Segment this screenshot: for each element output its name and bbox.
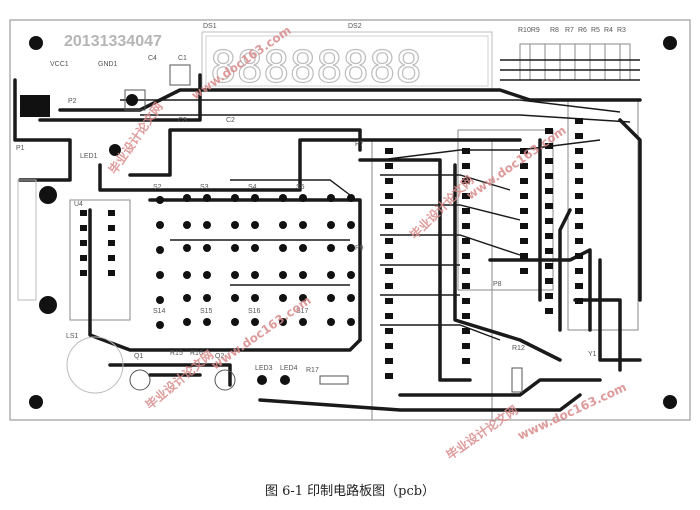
r12-body xyxy=(511,367,523,393)
label-c4: C4 xyxy=(148,55,157,62)
label-s5: S5 xyxy=(296,184,305,191)
mounting-hole xyxy=(39,296,57,314)
label-p2: P2 xyxy=(68,98,77,105)
misc-components xyxy=(17,64,523,394)
label-r8: R8 xyxy=(550,27,559,34)
speaker-ls1 xyxy=(66,336,124,394)
label-c2: C2 xyxy=(226,117,235,124)
label-r16: R16 xyxy=(190,350,203,357)
label-u4: U4 xyxy=(74,201,83,208)
mounting-holes xyxy=(29,36,677,409)
label-r5: R5 xyxy=(591,27,600,34)
label-y1: Y1 xyxy=(588,351,597,358)
label-r12: R12 xyxy=(512,345,525,352)
label-led1: LED1 xyxy=(80,153,98,160)
label-q2: Q2 xyxy=(215,353,224,360)
label-r6: R6 xyxy=(578,27,587,34)
label-r10r9: R10R9 xyxy=(518,27,540,34)
led1-pad xyxy=(109,144,121,156)
mounting-hole xyxy=(663,36,677,50)
label-s17: S17 xyxy=(296,308,309,315)
label-gnd1: GND1 xyxy=(98,61,118,68)
label-s14: S14 xyxy=(153,308,166,315)
capacitor-c1 xyxy=(169,64,191,86)
label-c1: C1 xyxy=(178,55,187,62)
label-ds2: DS2 xyxy=(348,23,362,30)
board-serial: 20131334047 xyxy=(64,33,162,50)
label-vcc1: VCC1 xyxy=(50,61,69,68)
silkscreen-labels: DS1 DS2 VCC1 GND1 C4 C1 P2 C3 P1 LED1 C2… xyxy=(16,23,626,374)
led4-pad xyxy=(280,375,290,385)
label-s3: S3 xyxy=(200,184,209,191)
mounting-hole xyxy=(29,395,43,409)
pcb-layout-diagram: 20131334047 88888888 xyxy=(9,19,691,462)
copper-traces xyxy=(13,73,642,412)
label-p1: P1 xyxy=(16,145,25,152)
label-led4: LED4 xyxy=(280,365,298,372)
label-q1: Q1 xyxy=(134,353,143,360)
mounting-hole xyxy=(29,36,43,50)
led3-pad xyxy=(257,375,267,385)
display-digits: 88888888 xyxy=(210,42,422,93)
capacitor-c4 xyxy=(124,89,146,111)
label-r17: R17 xyxy=(306,367,319,374)
label-p7: P7 xyxy=(355,141,364,148)
label-s15: S15 xyxy=(200,308,213,315)
label-p8: P8 xyxy=(493,281,502,288)
label-r7: R7 xyxy=(565,27,574,34)
label-r3: R3 xyxy=(617,27,626,34)
label-r15: R15 xyxy=(170,350,183,357)
resistor-array xyxy=(519,43,631,81)
label-r4: R4 xyxy=(604,27,613,34)
ic-left xyxy=(69,199,131,321)
power-pad xyxy=(126,94,138,106)
power-jack xyxy=(20,95,50,117)
label-led3: LED3 xyxy=(255,365,273,372)
figure-caption: 图 6-1 印制电路板图（pcb） xyxy=(264,484,436,499)
ic-right xyxy=(457,129,554,291)
label-ls1: LS1 xyxy=(66,333,79,340)
ic-pins xyxy=(80,118,583,379)
board-outline xyxy=(9,19,691,421)
label-s2: S2 xyxy=(153,184,162,191)
keypad-pads xyxy=(156,194,355,329)
q2-pad xyxy=(214,369,236,391)
q1-pad xyxy=(129,369,151,391)
watermark-url: www.doc163.com xyxy=(209,293,314,372)
connector-left xyxy=(17,179,37,301)
label-c3: C3 xyxy=(178,117,187,124)
r17-body xyxy=(319,375,349,385)
label-s4: S4 xyxy=(248,184,257,191)
label-ds1: DS1 xyxy=(203,23,217,30)
label-s16: S16 xyxy=(248,308,261,315)
thin-traces xyxy=(120,59,640,341)
mounting-hole xyxy=(663,395,677,409)
label-p9: P9 xyxy=(355,245,364,252)
mounting-hole xyxy=(39,186,57,204)
